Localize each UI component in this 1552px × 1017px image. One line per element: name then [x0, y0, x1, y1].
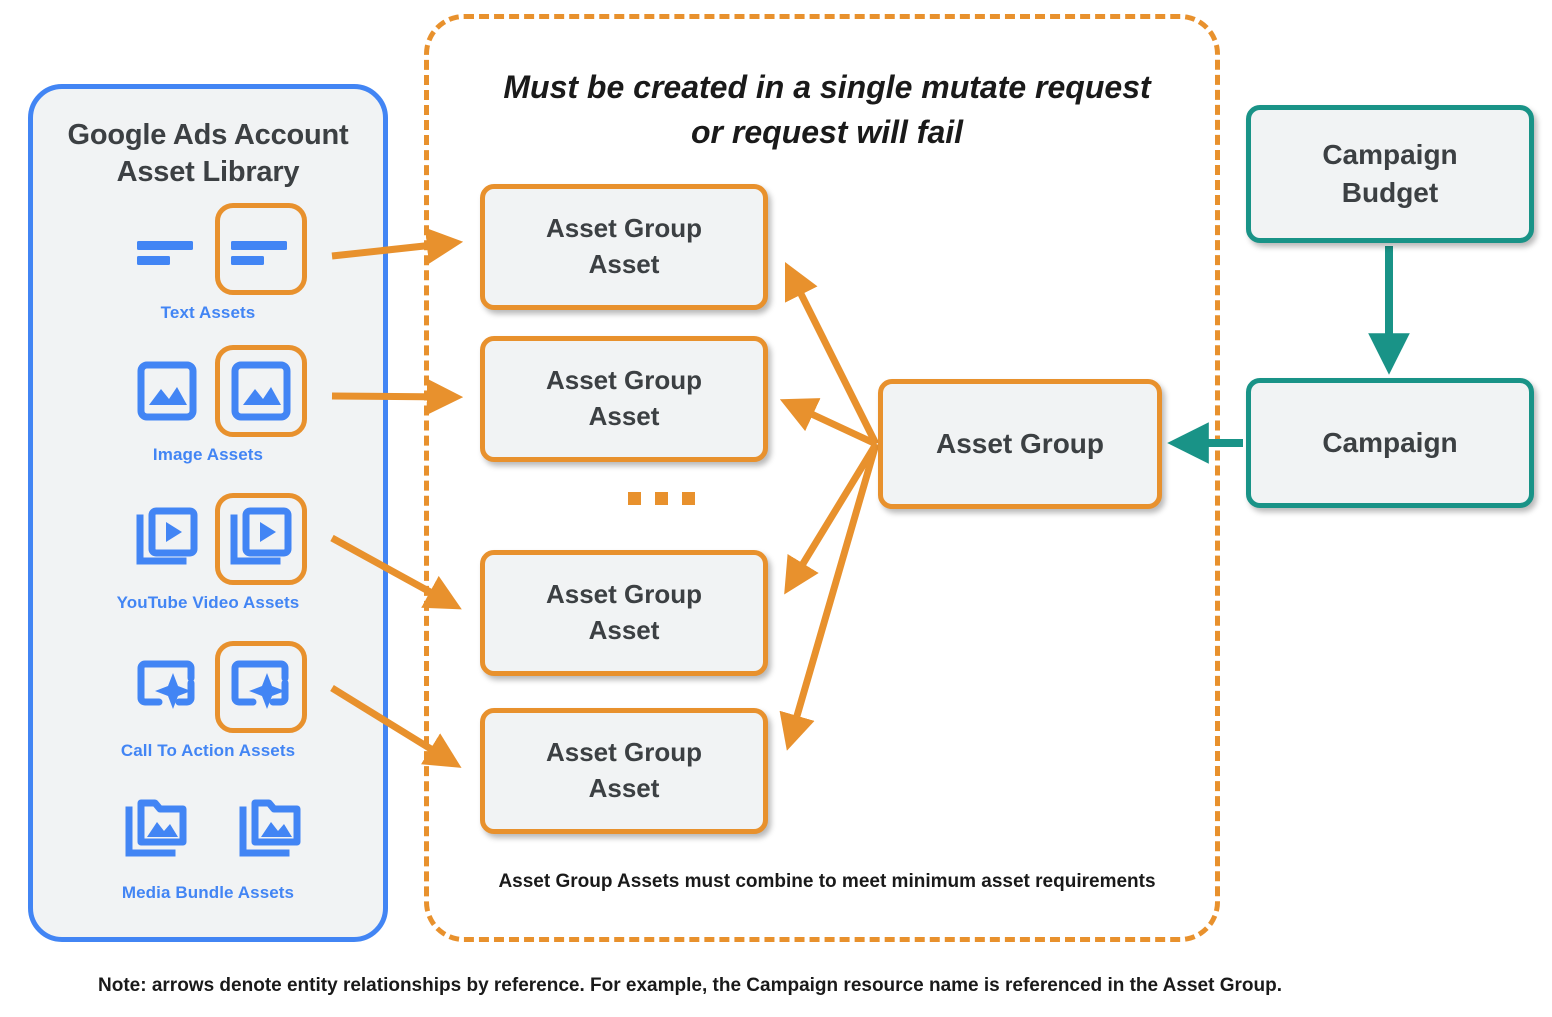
mutate-request-footer: Asset Group Assets must combine to meet …: [498, 871, 1156, 892]
asset-group-label: Asset Group: [935, 428, 1105, 459]
asset-group-asset-label-line1: Asset Group: [545, 213, 703, 244]
asset-group-asset-label-line2: Asset: [588, 249, 660, 279]
video-asset-icon[interactable]: [121, 493, 213, 585]
asset-icon-group-image: [33, 341, 383, 445]
asset-group-asset-label-line1: Asset Group: [545, 579, 703, 610]
asset-row-video: YouTube Video Assets: [33, 489, 383, 629]
asset-group-asset-label-line2: Asset: [588, 401, 660, 431]
asset-row-text: Text Assets: [33, 199, 383, 339]
image-asset-icon[interactable]: [121, 345, 213, 437]
asset-group-asset-label-1: Asset Group Asset: [546, 211, 702, 283]
asset-caption-text: Text Assets: [160, 303, 256, 322]
asset-group-node[interactable]: Asset Group: [878, 379, 1162, 509]
call-to-action-asset-icon[interactable]: [121, 641, 213, 733]
asset-library-title: Google Ads Account Asset Library: [33, 117, 383, 191]
asset-icon-group-cta: [33, 637, 383, 741]
asset-group-asset-label-line2: Asset: [588, 615, 660, 645]
asset-caption-cta: Call To Action Assets: [120, 741, 296, 760]
campaign-label: Campaign: [1322, 427, 1458, 458]
mutate-request-title: Must be created in a single mutate reque…: [459, 65, 1195, 156]
asset-caption-image: Image Assets: [152, 445, 264, 464]
asset-group-asset-label-line1: Asset Group: [545, 737, 703, 768]
call-to-action-asset-icon-selected[interactable]: [215, 641, 307, 733]
campaign-budget-label: Campaign Budget: [1322, 136, 1457, 211]
text-asset-icon-selected[interactable]: [215, 203, 307, 295]
asset-group-asset-label-line1: Asset Group: [545, 365, 703, 396]
media-bundle-asset-icon[interactable]: [111, 783, 203, 875]
ellipsis-dot: [628, 492, 641, 505]
asset-group-asset-label-line2: Asset: [588, 773, 660, 803]
video-asset-icon-glyph: [230, 507, 292, 565]
asset-row-media-bundle: Media Bundle Assets: [33, 779, 383, 919]
asset-caption-media-bundle: Media Bundle Assets: [121, 883, 295, 902]
asset-icon-group-video: [33, 489, 383, 593]
ellipsis-indicator: [628, 492, 695, 505]
media-bundle-asset-icon-glyph: [125, 799, 187, 857]
asset-group-asset-node-2[interactable]: Asset Group Asset: [480, 336, 768, 462]
asset-icon-group-media-bundle: [33, 779, 383, 883]
video-asset-icon-selected[interactable]: [215, 493, 307, 585]
text-asset-icon[interactable]: [121, 203, 213, 295]
asset-group-asset-node-4[interactable]: Asset Group Asset: [480, 708, 768, 834]
asset-group-asset-label-3: Asset Group Asset: [546, 577, 702, 649]
image-asset-icon-selected[interactable]: [215, 345, 307, 437]
mutate-request-title-line1: Must be created in a single mutate reque…: [503, 69, 1151, 105]
image-asset-icon-glyph: [137, 361, 197, 421]
campaign-budget-node[interactable]: Campaign Budget: [1246, 105, 1534, 243]
asset-group-asset-label-4: Asset Group Asset: [546, 735, 702, 807]
asset-row-image: Image Assets: [33, 341, 383, 481]
campaign-budget-label-line2: Budget: [1341, 177, 1439, 208]
asset-row-cta: Call To Action Assets: [33, 637, 383, 777]
ellipsis-dot: [682, 492, 695, 505]
media-bundle-asset-icon-glyph: [239, 799, 301, 857]
text-asset-icon-glyph: [231, 241, 287, 265]
mutate-request-title-line2: or request will fail: [690, 114, 964, 151]
footnote: Note: arrows denote entity relationships…: [98, 975, 1282, 996]
ellipsis-dot: [655, 492, 668, 505]
call-to-action-asset-icon-glyph: [137, 660, 195, 709]
asset-group-asset-node-1[interactable]: Asset Group Asset: [480, 184, 768, 310]
call-to-action-asset-icon-glyph: [231, 660, 289, 709]
asset-library-title-line2: Asset Library: [116, 155, 300, 188]
asset-group-asset-label-2: Asset Group Asset: [546, 363, 702, 435]
text-asset-icon-glyph: [137, 241, 193, 265]
media-bundle-asset-icon-2[interactable]: [225, 783, 317, 875]
asset-icon-group-text: [33, 199, 383, 303]
video-asset-icon-glyph: [136, 507, 198, 565]
campaign-node[interactable]: Campaign: [1246, 378, 1534, 508]
asset-library-panel: Google Ads Account Asset Library: [28, 84, 388, 942]
campaign-budget-label-line1: Campaign: [1322, 139, 1458, 171]
asset-library-title-line1: Google Ads Account: [67, 119, 349, 151]
asset-caption-video: YouTube Video Assets: [116, 593, 300, 612]
image-asset-icon-glyph: [231, 361, 291, 421]
asset-group-asset-node-3[interactable]: Asset Group Asset: [480, 550, 768, 676]
